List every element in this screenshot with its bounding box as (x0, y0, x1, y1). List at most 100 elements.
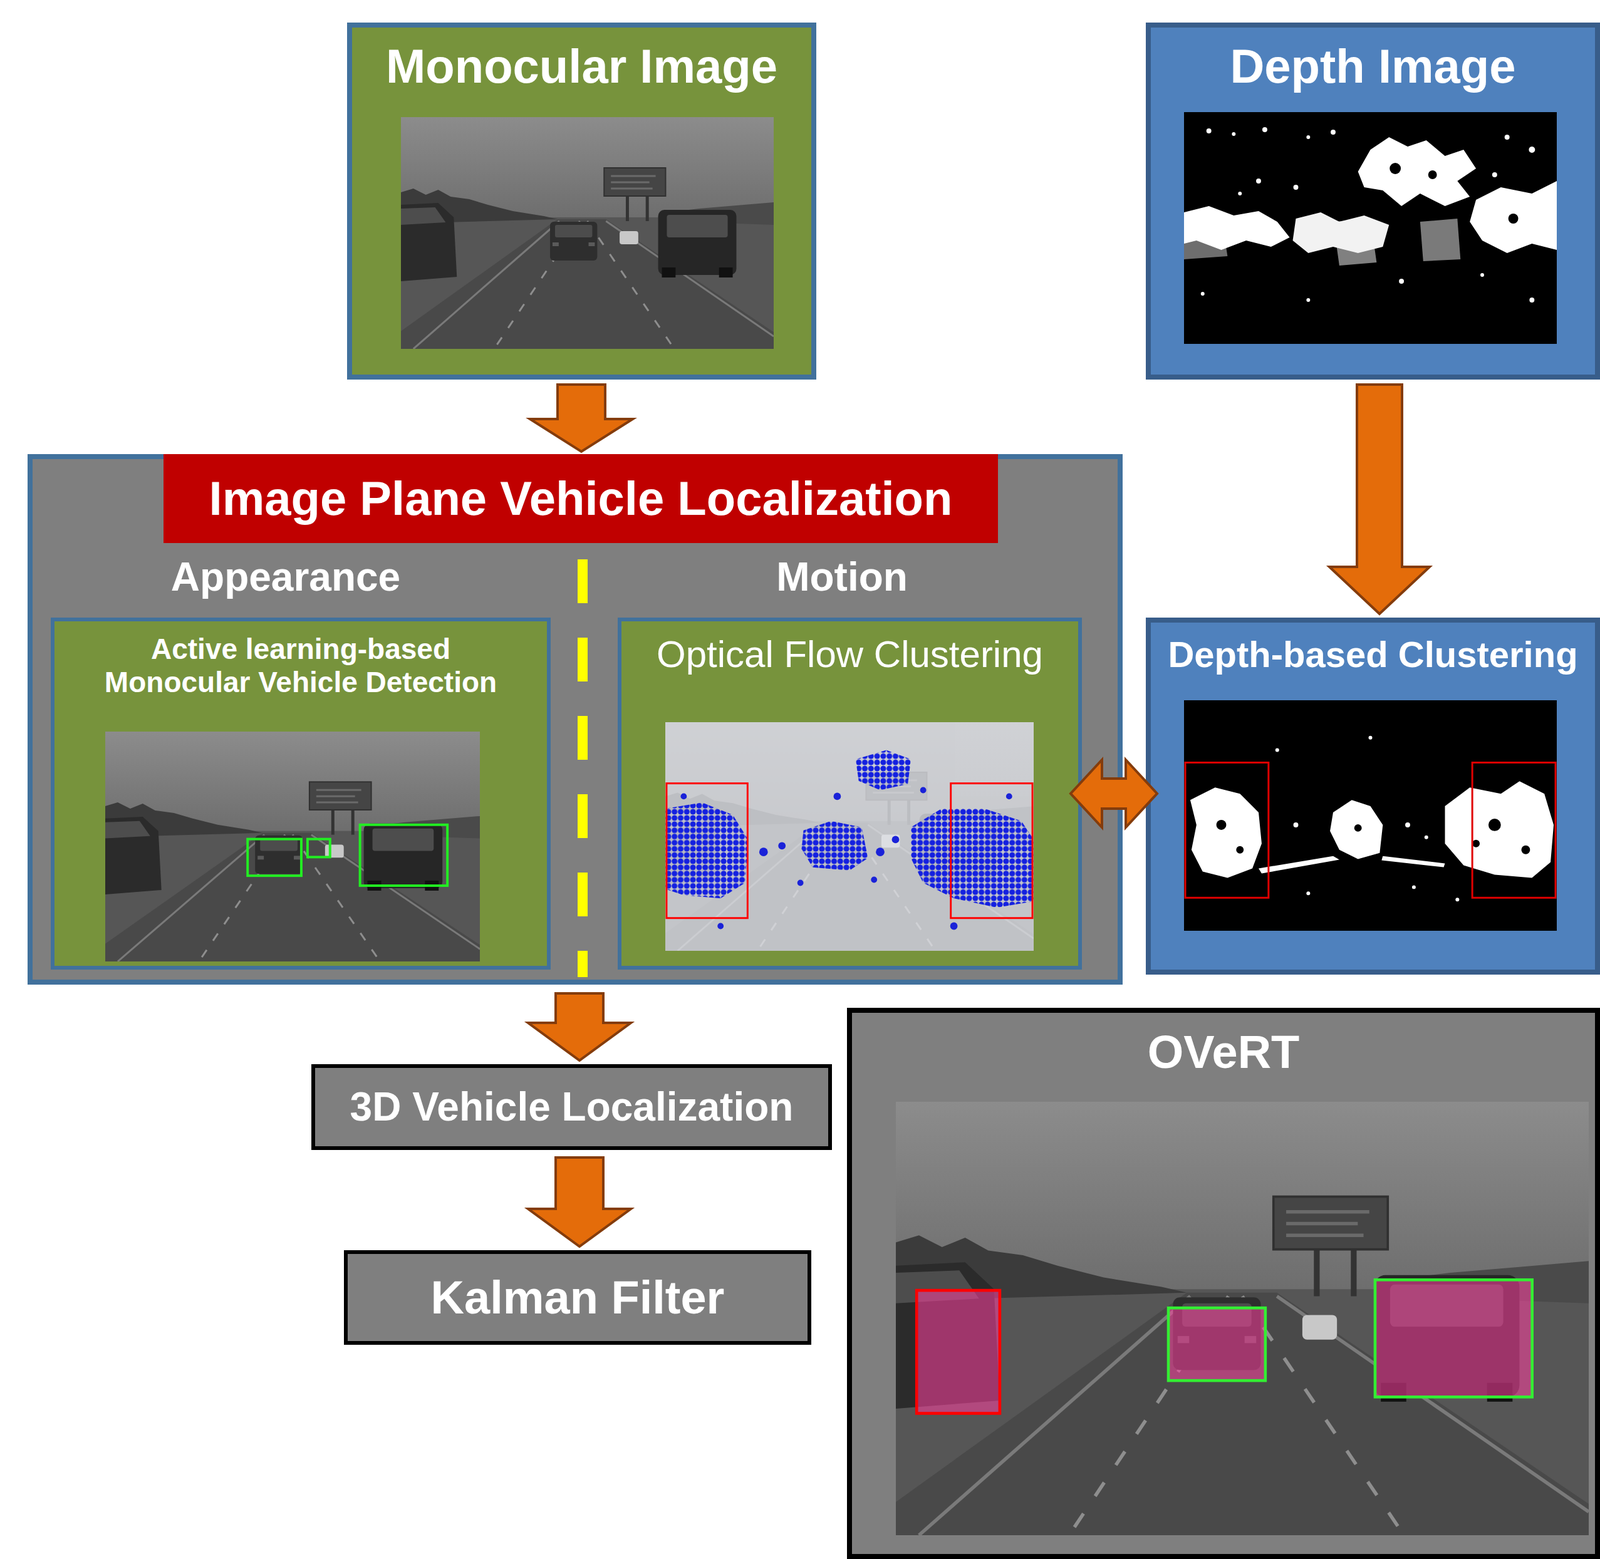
depth-cluster-image-part-part (1185, 762, 1269, 898)
depth-image-part (1184, 112, 1557, 344)
depth-cluster-image-part (1216, 818, 1531, 855)
image-panel: Monocular Image (347, 22, 817, 380)
optical-flow-image-part-part (833, 792, 842, 800)
depth-cluster-image-part (1381, 856, 1445, 868)
box-title: Depth Image (1145, 38, 1600, 94)
optical-flow-image-part-part (892, 836, 900, 844)
process-box: Depth-based Clustering (1145, 617, 1600, 975)
block-arrow (528, 993, 631, 1061)
optical-flow-image-part (665, 722, 1034, 951)
depth-image (1184, 112, 1557, 344)
optical-flow-image-part-part (855, 749, 911, 790)
section-label: Motion (610, 554, 1074, 601)
optical-flow-image-part-part (717, 923, 724, 930)
detection-image-part-part (360, 825, 448, 886)
depth-cluster-image-part-part (1472, 762, 1556, 898)
box-title: Kalman Filter (343, 1271, 812, 1325)
text-slot: Image Plane Vehicle Localization (163, 454, 998, 544)
text-slot: Monocular Image (347, 38, 817, 94)
optical-flow-image-part-part (910, 808, 1034, 908)
box-title: 3D Vehicle Localization (311, 1084, 832, 1131)
optical-flow-image-part-part (870, 877, 878, 884)
depth-cluster-image-part-part (1472, 840, 1480, 848)
detection-image-part-part (307, 839, 331, 858)
depth-cluster-image-part (1329, 800, 1383, 859)
optical-flow-image-part (665, 749, 1034, 908)
depth-cluster-image-part-part (1424, 835, 1429, 840)
optical-flow-image (640, 722, 1059, 951)
depth-image-part (1389, 162, 1401, 175)
depth-image-part-part (1504, 134, 1510, 140)
detection-image-part-part (247, 839, 302, 877)
depth-cluster-image-part (1445, 781, 1555, 878)
depth-image-part-part (1480, 273, 1485, 277)
tracking-image-part (849, 1101, 1600, 1536)
depth-image-part (1184, 215, 1228, 260)
divider-line (577, 559, 588, 978)
depth-cluster-image-part-part (1412, 885, 1416, 889)
text-slot: Kalman Filter (343, 1250, 812, 1346)
optical-flow-image-part-part (875, 847, 885, 857)
depth-image-part (1293, 212, 1390, 254)
text-slot: Appearance (35, 554, 537, 601)
depth-image-part (1333, 218, 1377, 266)
detection-image (80, 731, 505, 962)
depth-cluster-image-part-part (1293, 822, 1299, 828)
optical-flow-image-part-part (1006, 793, 1013, 800)
tracking-image-part-part (916, 1290, 1000, 1414)
camera-image (375, 117, 799, 349)
depth-cluster-image-part-part (1236, 846, 1244, 854)
block-arrow (529, 384, 633, 452)
box-title: Active learning-based Monocular Vehicle … (81, 632, 520, 700)
optical-flow-image-part-part (950, 783, 1033, 919)
optical-flow-image-part-part (759, 847, 769, 857)
tracking-image-part (916, 1279, 1532, 1414)
camera-image-part (375, 117, 799, 349)
depth-image-part-part (1492, 172, 1498, 178)
optical-flow-image-part-part (665, 802, 749, 899)
optical-flow-image-part-part (680, 793, 688, 800)
depth-cluster-image-part-part (1306, 891, 1310, 896)
text-slot: Depth Image (1145, 38, 1600, 94)
box-title: OVeRT (846, 1025, 1600, 1079)
process-box: Active learning-based Monocular Vehicle … (50, 617, 551, 970)
text-slot: Depth-based Clustering (1150, 633, 1595, 676)
depth-cluster-image (1184, 700, 1557, 931)
depth-cluster-image-part-part (1455, 897, 1460, 902)
depth-image-part-part (1398, 278, 1404, 284)
depth-image-part-part (1206, 128, 1212, 134)
text-slot: Motion (610, 554, 1074, 601)
depth-image-part (1469, 181, 1557, 254)
text-slot: Optical Flow Clustering (623, 632, 1076, 676)
optical-flow-image-part-part (666, 783, 748, 919)
depth-cluster-image-part (1275, 736, 1460, 903)
depth-cluster-image-part-part (1405, 822, 1411, 828)
optical-flow-image-part (640, 722, 1059, 951)
depth-cluster-image-part (1258, 856, 1340, 874)
depth-image-part (1358, 137, 1476, 207)
optical-flow-image-part-part (778, 841, 786, 850)
depth-image-part-part (1293, 184, 1299, 190)
tracking-image-part-part (1375, 1279, 1533, 1398)
optical-flow-image-part-part (797, 880, 804, 887)
text-slot: Active learning-based Monocular Vehicle … (81, 632, 520, 700)
depth-cluster-image-part (1184, 700, 1557, 931)
depth-image-part (1184, 206, 1290, 250)
depth-image-part-part (1306, 135, 1310, 140)
detection-image-part (247, 825, 448, 886)
depth-image-part-part (1200, 291, 1205, 296)
depth-image-part (1420, 218, 1461, 262)
process-box: 3D Vehicle Localization (311, 1064, 832, 1151)
tracking-image-part-part (1168, 1308, 1266, 1381)
depth-image-part-part (1529, 297, 1535, 303)
depth-cluster-image-part-part (1368, 736, 1373, 740)
block-arrow (1070, 759, 1158, 828)
depth-cluster-image-part-part (1354, 824, 1362, 832)
section-label: Appearance (35, 554, 537, 601)
image-panel: Depth Image (1145, 22, 1600, 380)
optical-flow-image-part-part (801, 821, 869, 871)
depth-image-part-part (1330, 129, 1336, 135)
